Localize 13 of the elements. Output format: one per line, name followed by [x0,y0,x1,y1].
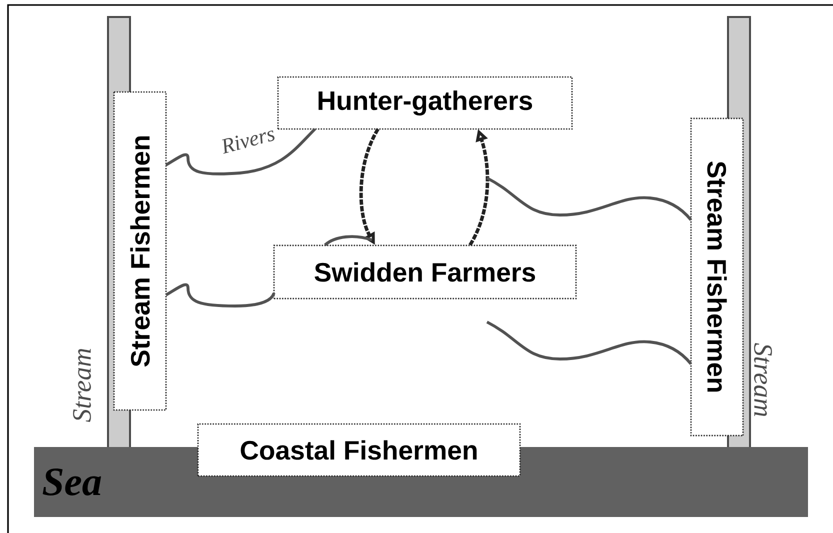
label-text: Rivers [222,130,274,154]
label-text: Stream [754,343,772,416]
river-line [165,283,276,308]
group-box: Coastal Fishermen [197,423,521,477]
river-line [165,128,316,176]
group-box: Hunter-gatherers [277,76,573,130]
group-box: Swidden Farmers [273,244,577,300]
river-line [486,320,692,365]
river-line [486,176,692,221]
river-line [324,235,372,246]
group-box: Stream Fishermen [690,118,744,436]
group-box: Stream Fishermen [113,91,167,411]
label-text: Stream [73,348,91,422]
